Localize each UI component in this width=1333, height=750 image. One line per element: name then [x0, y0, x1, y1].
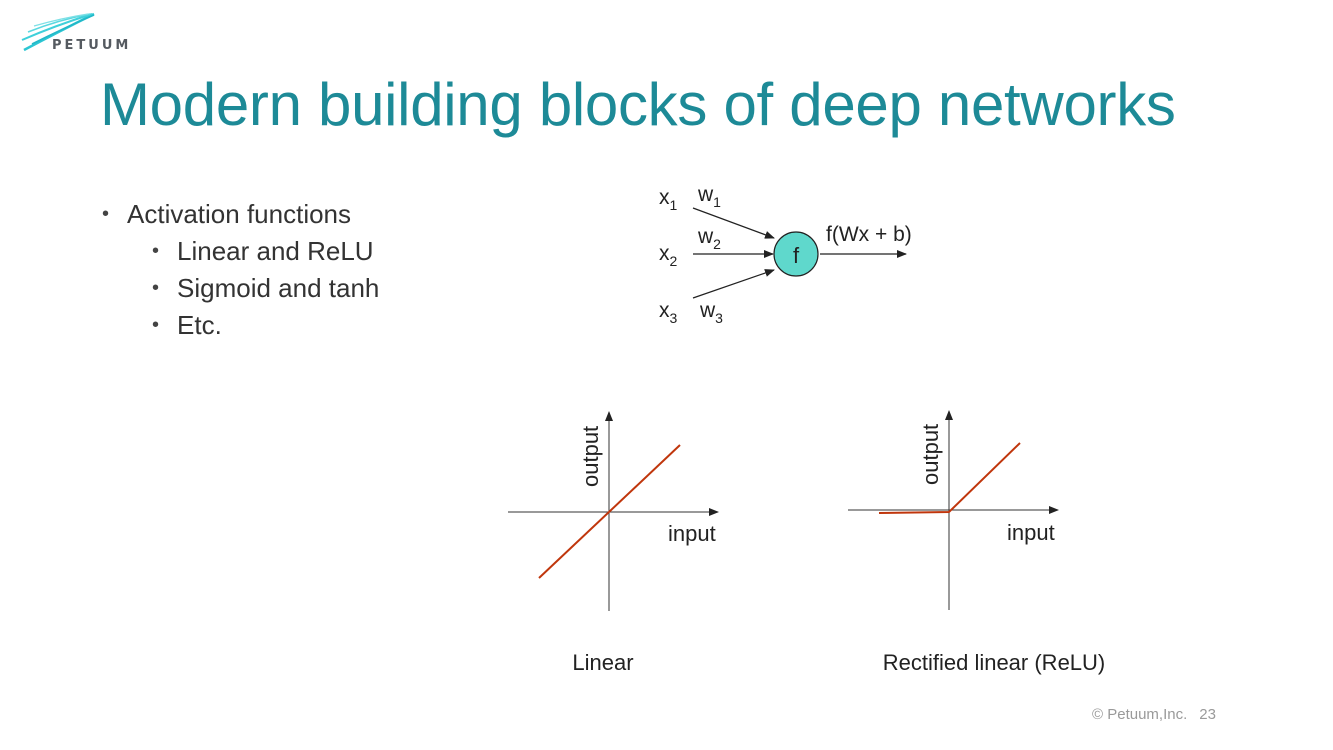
neuron-diagram: x1 w1 x2 w2 x3 w3 f f(Wx + b) [659, 183, 912, 326]
edge-x1 [692, 207, 775, 239]
input-x2-label: x2 [659, 242, 678, 269]
linear-caption: Linear [572, 650, 633, 675]
petuum-logo [18, 10, 138, 58]
relu-caption: Rectified linear (ReLU) [883, 650, 1106, 675]
node-label: f [793, 243, 800, 268]
y-axis-label: output [918, 424, 943, 485]
edge-x3 [692, 269, 775, 299]
activation-node [773, 231, 819, 277]
bullet-dot-icon: • [152, 277, 160, 299]
weight-w1-label: w1 [697, 183, 721, 210]
slide-title: Modern building blocks of deep networks [100, 71, 1176, 138]
bullet-list: •Activation functions •Linear and ReLU •… [102, 196, 379, 344]
logo-swoosh-icon [21, 12, 95, 52]
input-x1-label: x1 [659, 186, 678, 213]
x-axis-label: input [668, 521, 716, 546]
linear-plot: input output Linear [508, 411, 719, 675]
page-number: 23 [1199, 706, 1216, 723]
logo-text: PETUUM [52, 38, 132, 53]
bullet-item: •Sigmoid and tanh [102, 270, 379, 307]
copyright: © Petuum,Inc. [1092, 706, 1188, 723]
bullet-item: •Linear and ReLU [102, 233, 379, 270]
input-x3-label: x3 [659, 299, 678, 326]
output-label: f(Wx + b) [826, 223, 912, 246]
bullet-item: •Etc. [102, 307, 379, 344]
relu-function-line [878, 442, 1021, 514]
linear-function-line [538, 444, 681, 579]
x-axis-label: input [1007, 520, 1055, 545]
slide-footer: © Petuum,Inc. 23 [1092, 706, 1216, 723]
bullet-item: •Activation functions [102, 196, 379, 233]
bullet-dot-icon: • [152, 240, 160, 262]
weight-w2-label: w2 [697, 225, 721, 252]
y-axis-label: output [578, 426, 603, 487]
relu-plot: input output Rectified linear (ReLU) [848, 410, 1106, 675]
bullet-dot-icon: • [152, 314, 160, 336]
bullet-dot-icon: • [102, 203, 110, 225]
weight-w3-label: w3 [699, 299, 723, 326]
